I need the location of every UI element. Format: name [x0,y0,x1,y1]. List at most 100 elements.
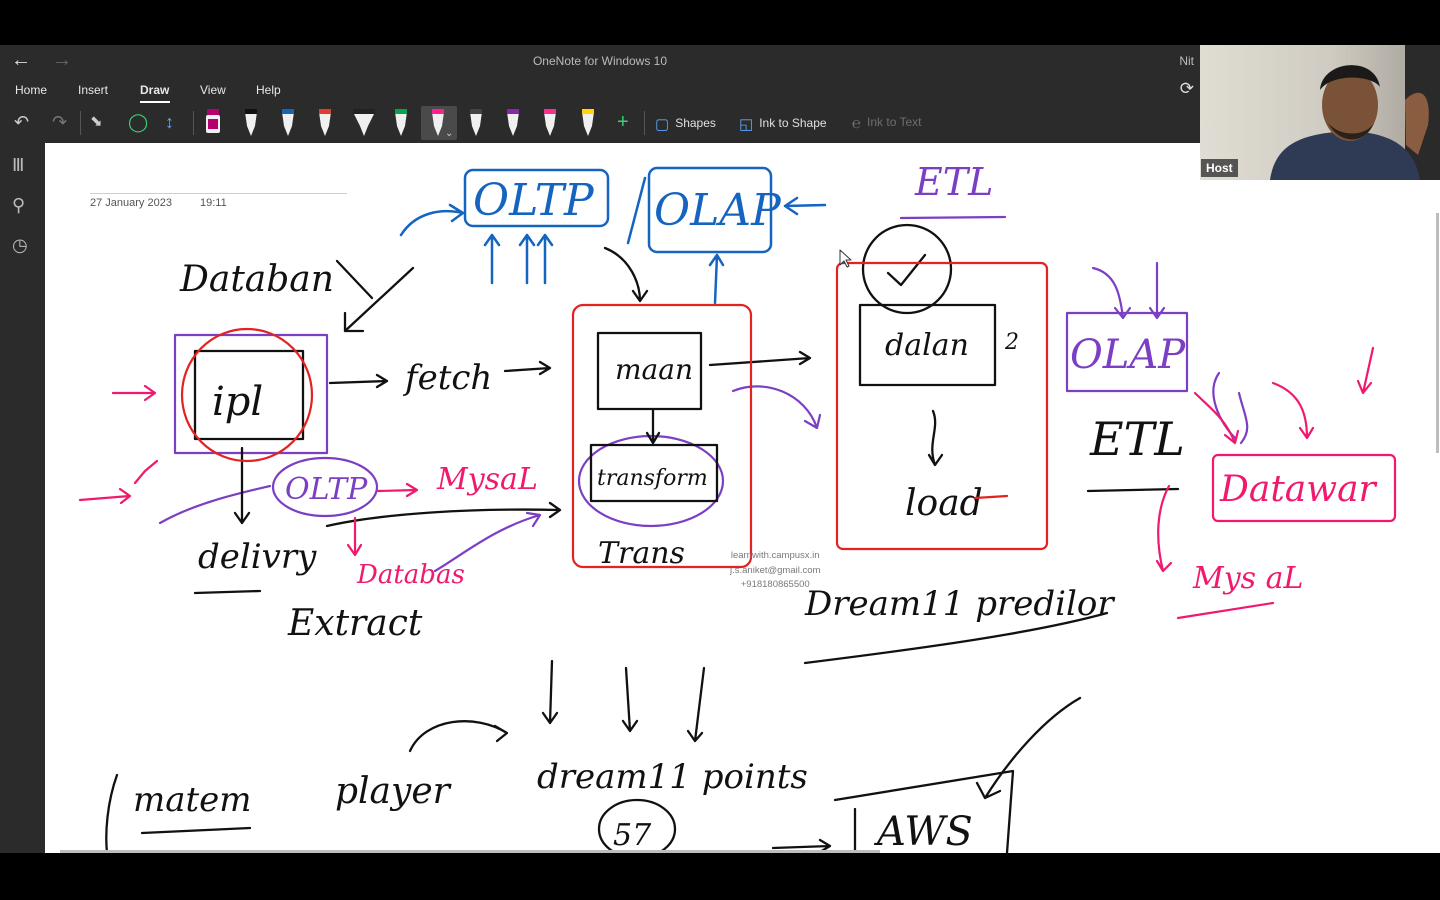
etl-right-underline [1086,487,1180,493]
number-two-text: 2 [1004,330,1019,355]
window-title: OneNote for Windows 10 [532,54,668,68]
pen-tip [544,109,556,114]
arrow-to-mysql-right [1155,484,1173,573]
ink-drawing: OLTP OLAP OLAP ETL OLTP [78,160,1397,853]
note-canvas[interactable]: 27 January 2023 19:11 OLTP OLAP [45,143,1440,853]
undo-icon[interactable]: ↶ [14,112,30,132]
highlighter-magenta-icon[interactable] [202,106,224,140]
arrow-down [541,659,559,725]
etl-right-text: ETL [1089,412,1185,466]
arrow-to-load [927,409,944,467]
pen-purple-icon[interactable] [502,106,524,140]
horizontal-scrollbar[interactable] [60,850,880,853]
shapes-label: Shapes [675,116,716,130]
pen-tip [319,109,331,114]
tab-insert[interactable]: Insert [78,83,109,97]
arrow-down-right [1356,346,1375,395]
vertical-scrollbar[interactable] [1436,213,1439,453]
trans-text: Trans [598,536,685,571]
chevron-down-icon[interactable]: ⌄ [445,128,454,139]
sync-icon[interactable]: ⟳ [1179,79,1194,98]
back-arrow-icon[interactable]: ← [11,49,31,71]
highlighter-yellow-icon[interactable] [577,106,599,140]
mysql-text: MysaL [436,462,538,497]
dalan-box [858,303,997,387]
mysql-right-text: Mys aL [1192,561,1303,596]
arrow-into-olap-right [1091,266,1132,320]
pen-red-icon[interactable] [314,106,336,140]
dream11-underline [803,611,1109,665]
page-time: 19:11 [200,197,227,209]
arrow-to-aws-top [975,696,1082,800]
tab-view[interactable]: View [200,83,226,97]
match-underline [140,826,252,835]
arrow-to-ipl [343,266,415,333]
arrow-to-ipl-left [111,384,157,402]
mysql-right-underline [1176,601,1275,620]
points-circle [597,798,677,853]
toolbar-separator [644,111,645,135]
pen-blue-icon[interactable] [277,106,299,140]
user-name[interactable]: Nit [1179,54,1194,68]
title-bar: ← → OneNote for Windows 10 Nit [0,45,1200,77]
watermark-phone: +918180865500 [740,579,810,590]
page-date: 27 January 2023 [90,197,172,209]
points-value-text: 57 [613,818,652,853]
load-red-box [835,261,1049,551]
curved-stroke [158,484,272,525]
arrow-down [686,666,706,743]
notebooks-icon[interactable]: Ⅲ [12,155,25,175]
lasso-select-icon[interactable]: ◯ [128,112,149,132]
pen-tip [507,109,519,114]
datawarehouse-text: Datawar [1219,469,1378,510]
ink-to-shape-button[interactable]: ◱Ink to Shape [739,115,827,133]
pen-swatch [208,119,218,129]
dream11-text: Dream11 predilor [804,584,1115,624]
ink-to-text-button[interactable]: ℮Ink to Text [852,115,922,132]
ipl-red-circle [180,327,314,463]
type-select-icon[interactable]: ⬊ [90,113,103,130]
up-arrow [518,233,536,285]
ink-to-shape-label: Ink to Shape [759,116,827,130]
etl-underline [899,215,1007,220]
curved-arrow-down [603,246,649,303]
arrow-to-datawarehouse [1271,381,1315,440]
tab-draw[interactable]: Draw [140,83,170,97]
tab-home[interactable]: Home [15,83,48,97]
toolbar-separator [80,111,81,135]
recent-clock-icon[interactable]: ◷ [12,235,28,255]
mouse-pointer-icon [839,249,852,268]
pen-magenta-icon[interactable] [539,106,561,140]
curved-arrow [731,385,822,430]
add-space-icon[interactable]: ↕ [165,112,174,132]
left-sidebar: Ⅲ ⚲ ◷ [0,143,45,853]
redo-icon[interactable]: ↷ [52,112,68,132]
cross-stroke [335,259,374,300]
forward-arrow-icon[interactable]: → [52,49,72,71]
pen-pink-selected-icon[interactable] [427,106,449,140]
toolbar-separator [193,111,194,135]
pen-black-icon[interactable] [240,106,262,140]
dream-points-text: dream11 points [537,757,808,797]
shapes-button[interactable]: ▢Shapes [655,115,716,133]
extract-text: Extract [287,603,423,644]
calligraphy-pen-icon[interactable] [351,106,377,140]
arrow-from-fetch [503,360,552,376]
add-pen-icon[interactable]: + [617,111,629,133]
player-text: player [335,771,452,812]
tab-help[interactable]: Help [256,83,281,97]
long-arrow [325,501,562,528]
aws-box-top [833,769,1015,853]
draw-toolbar: ↶ ↷ ⬊ ◯ ↕ ⌄ [0,103,1200,143]
pen-green-icon[interactable] [390,106,412,140]
page-title-underline [90,193,347,194]
arrow-into-olap-right [1148,261,1166,320]
match-bracket [105,773,119,853]
arrow-to-fetch [328,373,389,389]
arrow-into-olap [783,196,827,216]
ipl-text: ipl [212,379,263,425]
search-icon[interactable]: ⚲ [12,195,26,215]
pencil-gray-icon[interactable] [465,106,487,140]
fetch-text: fetch [402,358,492,398]
up-arrow [536,233,554,285]
